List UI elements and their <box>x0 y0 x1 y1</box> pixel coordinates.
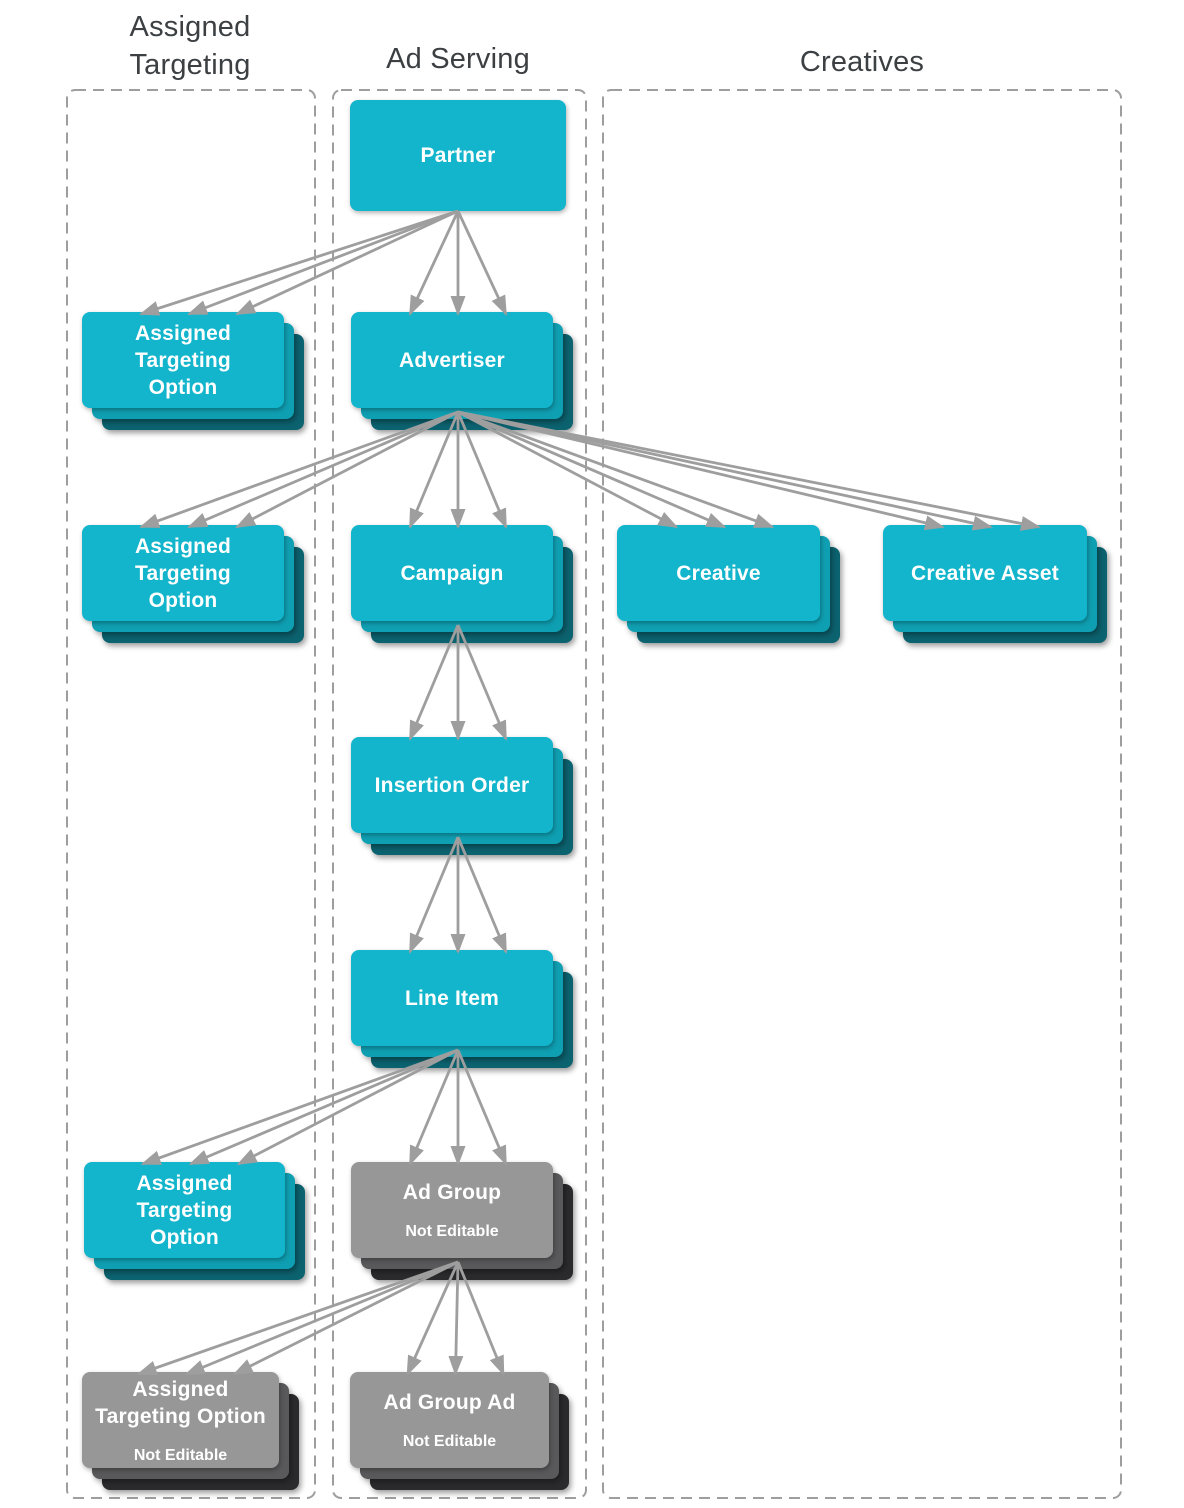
node-ato-line-item: Assigned Targeting Option <box>84 1162 305 1280</box>
column-title-assigned-targeting: Assigned Targeting <box>129 11 251 81</box>
node-card: Line Item <box>351 950 553 1046</box>
node-label: Creative <box>676 561 761 585</box>
column-title-creatives: Creatives <box>799 46 925 78</box>
node-card: Campaign <box>351 525 553 621</box>
node-card: Partner <box>350 100 566 211</box>
edge-partner-to-advertiser <box>408 210 460 316</box>
node-label: Assigned Targeting Option <box>95 1377 266 1428</box>
node-card: Assigned Targeting Option <box>84 1162 285 1258</box>
node-card: Advertiser <box>351 312 553 408</box>
column-title-ad-serving: Ad Serving <box>386 43 530 75</box>
node-label: Assigned Targeting Option <box>134 534 232 612</box>
node-insertion-order: Insertion Order <box>351 737 573 855</box>
edge-partner-to-ato-advertiser <box>187 209 459 316</box>
node-label: Line Item <box>405 986 499 1010</box>
node-label: Assigned Targeting Option <box>134 321 232 399</box>
node-label: Ad Group Ad <box>383 1391 516 1414</box>
node-advertiser: Advertiser <box>351 312 573 430</box>
node-card: Insertion Order <box>351 737 553 833</box>
node-campaign: Campaign <box>351 525 573 643</box>
node-line-item: Line Item <box>351 950 573 1068</box>
node-creative: Creative <box>617 525 840 643</box>
node-sublabel: Not Editable <box>133 1446 228 1464</box>
node-card: Creative <box>617 525 820 621</box>
node-label: Partner <box>420 144 496 167</box>
edge-partner-to-advertiser <box>456 210 508 316</box>
column-assigned-targeting <box>66 89 316 1499</box>
node-label: Creative Asset <box>911 561 1059 585</box>
node-label: Insertion Order <box>374 773 530 797</box>
node-label: Campaign <box>400 561 504 585</box>
node-sublabel: Not Editable <box>405 1223 499 1240</box>
node-card: Ad Group Ad Not Editable <box>350 1372 549 1468</box>
node-ato-campaign: Assigned Targeting Option <box>82 525 304 643</box>
node-card: Assigned Targeting Option <box>82 312 284 408</box>
node-ato-advertiser: Assigned Targeting Option <box>82 312 304 430</box>
node-label: Assigned Targeting Option <box>136 1171 233 1249</box>
node-creative-asset: Creative Asset <box>883 525 1107 643</box>
node-card: Assigned Targeting Option <box>82 525 284 621</box>
column-creatives <box>602 89 1122 1499</box>
node-sublabel: Not Editable <box>402 1433 497 1450</box>
edge-partner-to-ato-advertiser <box>235 209 459 316</box>
node-label: Advertiser <box>399 348 505 372</box>
node-label: Ad Group <box>402 1181 502 1204</box>
node-ad-group-ad: Ad Group Ad Not Editable <box>350 1372 569 1490</box>
node-card: Creative Asset <box>883 525 1087 621</box>
node-partner: Partner <box>350 100 566 211</box>
edge-partner-to-ato-advertiser <box>139 209 459 316</box>
